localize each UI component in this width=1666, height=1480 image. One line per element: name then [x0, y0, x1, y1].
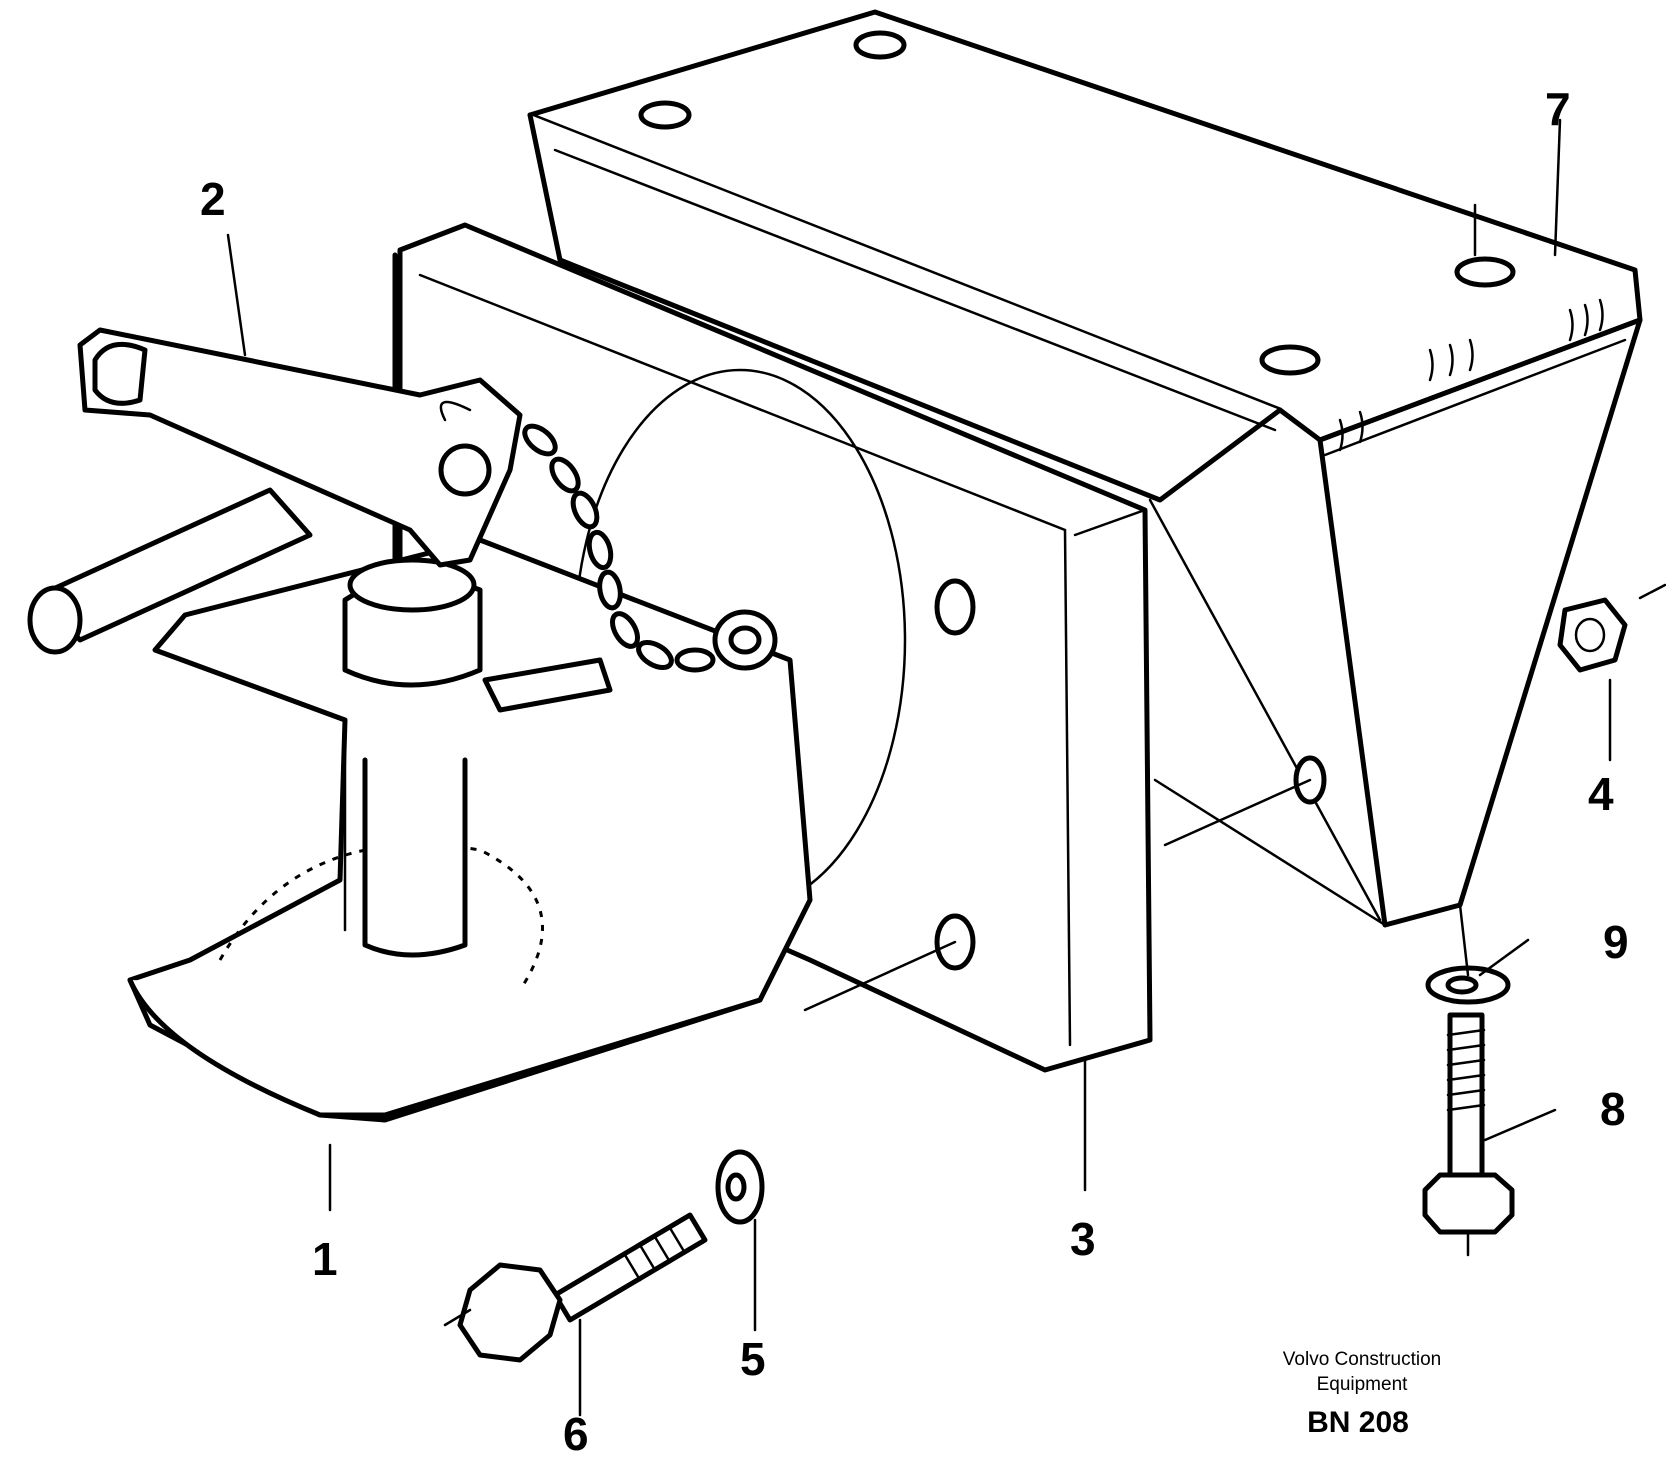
safety-chain [522, 423, 778, 673]
callout-2: 2 [200, 173, 226, 225]
nut [1557, 583, 1666, 673]
bolt-6 [443, 1212, 708, 1363]
bolt-8 [1422, 1012, 1515, 1257]
caption-line2: Equipment [1317, 1374, 1409, 1395]
leader-lines [226, 118, 1612, 1417]
callout-6: 6 [563, 1408, 589, 1460]
callout-5: 5 [740, 1333, 766, 1385]
hitch-lever [27, 327, 523, 655]
manufacturer-caption: Volvo Construction Equipment BN 208 [1283, 1349, 1441, 1439]
callout-9: 9 [1603, 916, 1629, 968]
washer-5 [715, 1149, 765, 1225]
caption-line1: Volvo Construction [1283, 1349, 1441, 1370]
mounting-bracket [527, 9, 1643, 928]
callout-8: 8 [1600, 1083, 1626, 1135]
diagram-code: BN 208 [1307, 1406, 1409, 1439]
callout-7: 7 [1545, 83, 1571, 135]
callout-3: 3 [1070, 1213, 1096, 1265]
callout-numbers: 2 1 3 4 9 8 7 5 6 [200, 83, 1629, 1460]
washer-9 [1425, 965, 1511, 1005]
towing-hitch [127, 537, 813, 1123]
callout-1: 1 [312, 1233, 338, 1285]
callout-4: 4 [1588, 768, 1614, 820]
